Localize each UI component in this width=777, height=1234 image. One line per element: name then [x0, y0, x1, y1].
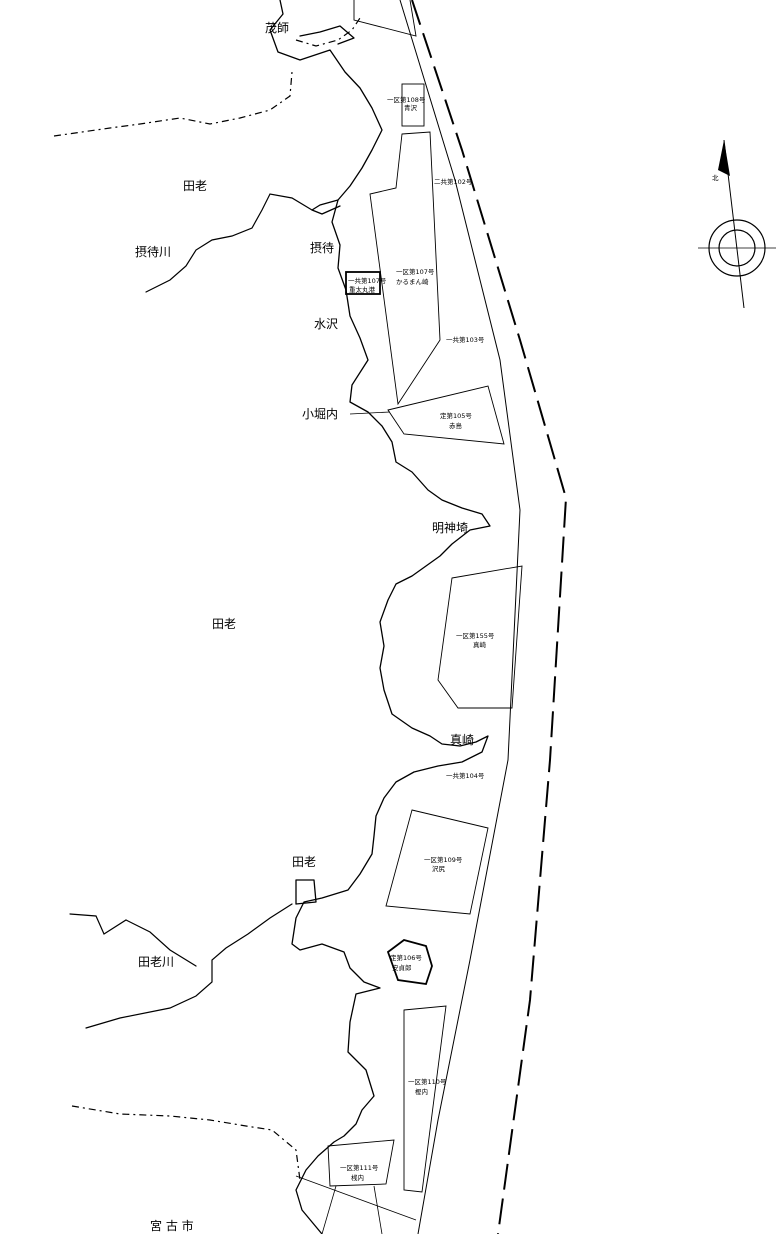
zone-109-name: 沢尻 — [432, 864, 446, 873]
zone-110-number: 一区第110号 — [408, 1077, 447, 1086]
zone-k107-name: 重太丸港 — [349, 285, 376, 294]
zone-108-outline — [401, 83, 425, 127]
place-taro-port: 田老 — [292, 855, 316, 869]
compass-north-label: 北 — [712, 174, 719, 182]
inner-limit-line — [399, 0, 521, 1234]
zone-106-name: 安貞郎 — [392, 963, 412, 972]
place-settai-river: 摂待川 — [135, 244, 171, 259]
zone-105-outline — [387, 385, 505, 445]
place-mizusawa: 水沢 — [314, 317, 338, 331]
zone-107-name: かるまん崎 — [396, 277, 429, 286]
moshi-boundary — [295, 17, 361, 47]
moshi-harbour — [299, 25, 355, 45]
outer-limit-line — [411, 0, 568, 1234]
zone-105-number: 定第105号 — [440, 411, 472, 420]
south-city-boundary — [71, 1105, 301, 1181]
place-kohorinai: 小堀内 — [302, 406, 338, 421]
zone-110-outline — [403, 1005, 447, 1193]
taro-river — [85, 903, 293, 1029]
zone-k102-number: 二共第102号 — [434, 177, 473, 186]
north-village-boundary — [53, 71, 293, 137]
place-masaki: 真崎 — [450, 733, 474, 747]
zone-105-name: 赤島 — [449, 421, 463, 430]
compass-rose: 北 — [698, 139, 776, 309]
zone-109-number: 一区第109号 — [424, 855, 463, 864]
coastline — [269, 0, 491, 1234]
zone-k107-outline — [345, 271, 381, 295]
zone-k104-number: 一共第104号 — [446, 771, 485, 780]
zone-k103-number: 一共第103号 — [446, 335, 485, 344]
zone-108-name: 青沢 — [404, 103, 418, 112]
zone-106-outline — [386, 939, 433, 985]
zone-111-name: 桟内 — [351, 1173, 364, 1182]
zone-108-number: 一区第108号 — [387, 95, 426, 104]
place-taro-center: 田老 — [212, 617, 236, 631]
zone-111-southline — [295, 1175, 417, 1221]
zone-111-number: 一区第111号 — [340, 1163, 379, 1172]
zone-k107-number: 一共第107号 — [348, 276, 387, 285]
place-settai: 摂待 — [310, 240, 334, 255]
taro-harbour — [295, 879, 317, 905]
settai-river — [145, 193, 313, 293]
place-moshi: 茂師 — [265, 21, 289, 35]
place-taro-river: 田老川 — [138, 955, 174, 969]
zone-111-west — [321, 1185, 337, 1234]
taro-river-branch — [69, 913, 197, 967]
kohorinai-leader — [349, 411, 391, 415]
zone-107-number: 一区第107号 — [396, 267, 435, 276]
zone-155-outline — [437, 565, 523, 709]
zone-155-name: 真崎 — [473, 640, 487, 649]
zone-110-name: 樫内 — [415, 1087, 428, 1096]
zone-111-east — [373, 1185, 383, 1234]
zone-top-partial — [353, 0, 417, 37]
zone-111-outline — [327, 1139, 395, 1187]
zone-107-outline — [369, 131, 441, 406]
zone-155-number: 一区第155号 — [456, 631, 495, 640]
zone-109-outline — [385, 809, 489, 915]
place-miyako: 宮 古 市 — [150, 1218, 194, 1233]
zone-106-number: 定第106号 — [390, 953, 422, 962]
place-taro-north: 田老 — [183, 179, 207, 193]
place-myojinzaki: 明神埼 — [432, 521, 468, 535]
